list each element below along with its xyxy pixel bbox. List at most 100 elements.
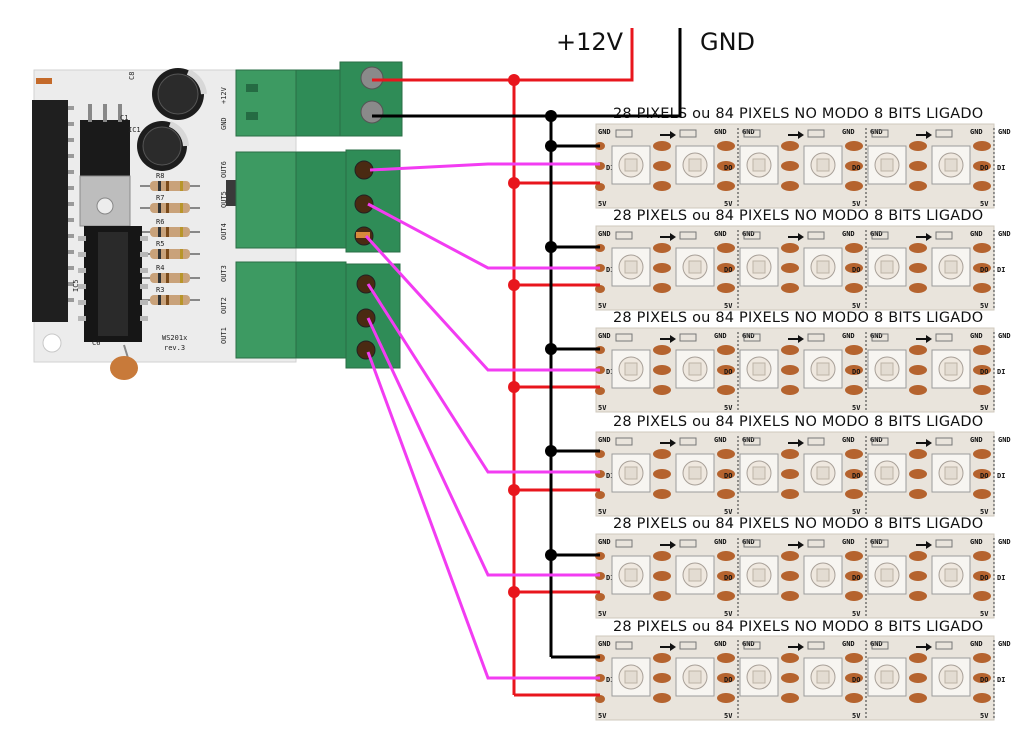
pad-label-5v: 5V (980, 404, 989, 412)
label-r3: R3 (156, 286, 164, 294)
pad-label-gnd: GND (598, 128, 611, 136)
pad-label-gnd: GND (842, 128, 855, 136)
pad-label-gnd: GND (870, 332, 883, 340)
pad-label-do: DO (980, 164, 988, 172)
led-strip-2: GNDDI5VGNDGNDDODI5VGNDGNDDODI5VGNDGNDDOD… (595, 225, 1011, 311)
pad-label-gnd: GND (742, 230, 755, 238)
pad-label-do: DO (852, 676, 860, 684)
pad-label-gnd: GND (870, 230, 883, 238)
pad-label-gnd: GND (998, 332, 1011, 340)
pad-label-gnd: GND (714, 332, 727, 340)
pad-label-gnd: GND (870, 640, 883, 648)
pad-label-do: DO (980, 266, 988, 274)
pad-label-gnd: GND (842, 332, 855, 340)
terminal-block-outputs-upper (235, 149, 401, 253)
pad-label-gnd: GND (998, 640, 1011, 648)
pad-label-gnd: GND (714, 538, 727, 546)
pad-label-5v: 5V (598, 610, 607, 618)
pad-label-5v: 5V (598, 508, 607, 516)
led-strips: GND DI 5V GND GND DO DI 5V GND GND DO DI 5V GND GND DO D… (595, 123, 1011, 721)
wire-gnd (372, 28, 682, 659)
label-c6: C6 (92, 339, 100, 347)
pad-label-5v: 5V (980, 302, 989, 310)
label-12v: +12V (220, 86, 228, 104)
pad-label-do: DO (852, 472, 860, 480)
strip-5-title: 28 PIXELS ou 84 PIXELS NO MODO 8 BITS LI… (613, 516, 984, 532)
pad-label-di: DI (997, 368, 1005, 376)
pad-label-do: DO (852, 574, 860, 582)
wire-stub (36, 78, 52, 84)
label-c8: C8 (128, 72, 136, 80)
led-strip-6: GNDDI5VGNDGNDDODI5VGNDGNDDODI5VGNDGNDDOD… (595, 635, 1011, 721)
pad-label-do: DO (980, 676, 988, 684)
pad-label-di: DI (997, 574, 1005, 582)
resistors (140, 181, 200, 305)
label-ic5: IC5 (72, 279, 80, 292)
pad-label-gnd: GND (598, 538, 611, 546)
pad-label-5v: 5V (852, 610, 861, 618)
pad-label-5v: 5V (852, 200, 861, 208)
terminal-block-outputs-lower (235, 261, 401, 369)
pad-label-gnd: GND (742, 436, 755, 444)
strip-2-title: 28 PIXELS ou 84 PIXELS NO MODO 8 BITS LI… (613, 208, 984, 224)
pad-label-di: DI (997, 472, 1005, 480)
pad-label-gnd: GND (870, 436, 883, 444)
pad-label-gnd: GND (714, 128, 727, 136)
ceramic-capacitor (110, 344, 138, 380)
label-out1: OUT1 (220, 327, 228, 344)
pad-label-gnd: GND (970, 640, 983, 648)
pad-label-di: DI (606, 368, 614, 376)
pad-label-5v: 5V (980, 712, 989, 720)
pad-label-gnd: GND (598, 640, 611, 648)
board-model: WS201x (162, 334, 187, 342)
wire-gnd-junctions (545, 110, 557, 561)
controller-board: C8 C1 IC1 R8 R7 R6 R5 R4 R3 IC5 C6 WS201… (32, 61, 403, 380)
pad-label-di: DI (606, 266, 614, 274)
wire-out3 (366, 283, 600, 474)
pad-label-do: DO (852, 164, 860, 172)
pad-label-5v: 5V (598, 712, 607, 720)
pad-label-gnd: GND (742, 640, 755, 648)
pad-label-gnd: GND (970, 436, 983, 444)
pad-label-do: DO (724, 574, 732, 582)
pad-label-gnd: GND (742, 332, 755, 340)
pad-label-gnd: GND (742, 538, 755, 546)
pad-label-gnd: GND (742, 128, 755, 136)
pad-label-gnd: GND (598, 230, 611, 238)
pad-label-do: DO (724, 368, 732, 376)
pad-label-di: DI (606, 472, 614, 480)
capacitor-c8 (152, 68, 207, 120)
pad-label-do: DO (980, 368, 988, 376)
pad-label-5v: 5V (980, 610, 989, 618)
label-r4: R4 (156, 264, 164, 272)
pad-label-do: DO (852, 266, 860, 274)
label-r6: R6 (156, 218, 164, 226)
wire-out4 (364, 234, 600, 372)
label-r7: R7 (156, 194, 164, 202)
capacitor-c1 (137, 121, 189, 171)
pad-label-di: DI (606, 164, 614, 172)
pad-label-5v: 5V (980, 508, 989, 516)
strip-6-title: 28 PIXELS ou 84 PIXELS NO MODO 8 BITS LI… (613, 619, 984, 635)
mounting-hole (42, 333, 62, 353)
pad-label-do: DO (724, 676, 732, 684)
pad-label-5v: 5V (724, 610, 733, 618)
pad-label-5v: 5V (852, 508, 861, 516)
driver-ic (78, 226, 148, 342)
pad-label-gnd: GND (970, 128, 983, 136)
pad-label-di: DI (997, 676, 1005, 684)
power-12v-label: +12V (556, 28, 624, 56)
pad-label-gnd: GND (714, 436, 727, 444)
pad-label-di: DI (997, 266, 1005, 274)
pad-label-gnd: GND (598, 332, 611, 340)
pad-label-gnd: GND (842, 436, 855, 444)
pad-label-5v: 5V (598, 302, 607, 310)
strip-4-title: 28 PIXELS ou 84 PIXELS NO MODO 8 BITS LI… (613, 414, 984, 430)
pad-label-do: DO (724, 472, 732, 480)
pad-label-do: DO (852, 368, 860, 376)
pad-label-gnd: GND (842, 538, 855, 546)
pad-label-do: DO (724, 266, 732, 274)
led-strip-1: GNDDI5VGNDGNDDODI5VGNDGNDDODI5VGNDGNDDOD… (595, 123, 1011, 209)
wire-out1 (366, 351, 600, 680)
led-strip-4: GNDDI5VGNDGNDDODI5VGNDGNDDODI5VGNDGNDDOD… (595, 431, 1011, 517)
